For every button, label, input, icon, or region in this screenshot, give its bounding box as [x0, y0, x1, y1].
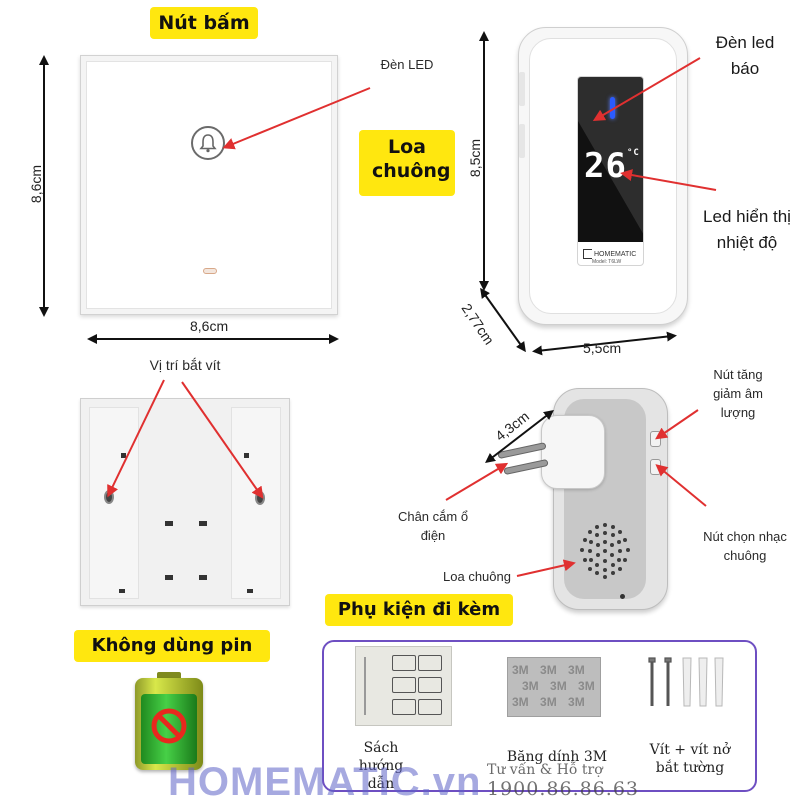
- tone-button-label: Nút chọn nhạc chuông: [703, 529, 787, 563]
- speaker-grille-label: Loa chuông: [443, 569, 511, 584]
- manual-diagram: [392, 655, 416, 671]
- speaker-grille: [580, 523, 630, 579]
- speaker-height-label: 8,5cm: [467, 138, 483, 178]
- side-button: [519, 72, 525, 106]
- tape-brand: 3M: [512, 695, 529, 709]
- tape-brand: 3M: [540, 695, 557, 709]
- volume-button-label: Nút tăng giảm âm lượng: [713, 367, 763, 420]
- tape-caption: Băng dính 3M: [506, 749, 608, 765]
- battery-icon: [135, 672, 203, 772]
- screws-caption: Vít + vít nở bắt tường: [649, 742, 731, 777]
- temperature-readout: 26°C: [584, 146, 640, 186]
- accessories-title: Phụ kiện đi kèm: [325, 594, 513, 626]
- plug-depth-label: 4,3cm: [492, 407, 533, 445]
- manual-booklet: [355, 646, 452, 726]
- clip-slot: [247, 589, 253, 593]
- manual-diagram: [418, 677, 442, 693]
- led-indicator-label: Đèn led báo: [715, 33, 775, 78]
- side-button: [519, 124, 525, 158]
- battery-terminal: [157, 672, 181, 680]
- tape-brand: 3M: [568, 695, 585, 709]
- display-panel: 26°C HOMEMATIC Model: T6LW: [577, 76, 644, 266]
- home-icon: [583, 249, 592, 259]
- reset-hole: [620, 594, 625, 599]
- clip-slot: [199, 575, 207, 580]
- speaker-width-label: 5,5cm: [583, 340, 622, 356]
- led-temperature-label: Led hiển thị nhiệt độ: [703, 207, 791, 252]
- tape-3m: 3M 3M 3M 3M 3M 3M 3M 3M 3M: [507, 657, 601, 717]
- button-width-label: 8,6cm: [190, 318, 229, 334]
- bell-button: [191, 126, 225, 160]
- tape-brand: 3M: [512, 663, 529, 677]
- tape-brand: 3M: [522, 679, 539, 693]
- tape-3m-pattern: 3M 3M 3M 3M 3M 3M 3M 3M 3M: [508, 662, 600, 710]
- tape-brand: 3M: [550, 679, 567, 693]
- screw-hole-left: [104, 490, 114, 504]
- manual-diagram: [418, 655, 442, 671]
- button-height-label: 8,6cm: [28, 164, 44, 204]
- bell-icon: [199, 134, 217, 153]
- led-button-label: Đèn LED: [380, 57, 434, 72]
- clip-slot: [165, 521, 173, 526]
- status-led: [203, 268, 217, 274]
- volume-button-shape: [650, 431, 661, 447]
- push-button-front: [80, 55, 338, 315]
- hotline-number: 1900.86.86.63: [487, 778, 640, 800]
- back-rail-left: [89, 407, 139, 599]
- prohibited-icon: [151, 708, 187, 744]
- clip-slot: [121, 453, 126, 458]
- manual-diagram: [392, 699, 416, 715]
- no-battery-title: Không dùng pin: [74, 630, 270, 662]
- tone-button-shape: [650, 459, 661, 475]
- accessories-box: [322, 640, 757, 792]
- tape-brand: 3M: [540, 663, 557, 677]
- chime-logo: HOMEMATIC: [583, 249, 636, 259]
- push-button-title: Nút bấm: [150, 7, 258, 39]
- manual-diagram: [418, 699, 442, 715]
- support-label: Tư vấn & Hỗ trợ: [487, 762, 603, 778]
- temperature-value: 26: [584, 146, 627, 186]
- button-back-plate: [80, 398, 290, 606]
- plug-pins-icon: [497, 442, 549, 475]
- clip-slot: [165, 575, 173, 580]
- tape-brand: 3M: [568, 663, 585, 677]
- tape-brand: 3M: [578, 679, 595, 693]
- screw-position-label: Vị trí bắt vít: [149, 357, 221, 373]
- logo-text: HOMEMATIC: [594, 250, 637, 258]
- display-screen: 26°C: [578, 77, 643, 242]
- speaker-depth-label: 2,77cm: [458, 300, 498, 348]
- model-text: Model: T6LW: [592, 259, 622, 265]
- plug-label: Chân cắm ổ điện: [397, 509, 469, 543]
- screw-hole-right: [255, 491, 265, 505]
- chime-receiver: 26°C HOMEMATIC Model: T6LW: [518, 27, 688, 325]
- manual-text-lines: [364, 657, 388, 715]
- screws-icon: [648, 657, 724, 707]
- manual-caption: Sách hướng dẫn: [358, 740, 404, 793]
- brand-watermark: HOMEMATIC.vn: [168, 760, 482, 804]
- speaker-title: Loa chuông: [359, 130, 455, 196]
- clip-slot: [199, 521, 207, 526]
- indicator-led: [610, 97, 615, 119]
- clip-slot: [244, 453, 249, 458]
- temperature-unit: °C: [626, 148, 640, 158]
- manual-diagram: [392, 677, 416, 693]
- clip-slot: [119, 589, 125, 593]
- speaker-title-text: Loa chuông: [372, 136, 451, 182]
